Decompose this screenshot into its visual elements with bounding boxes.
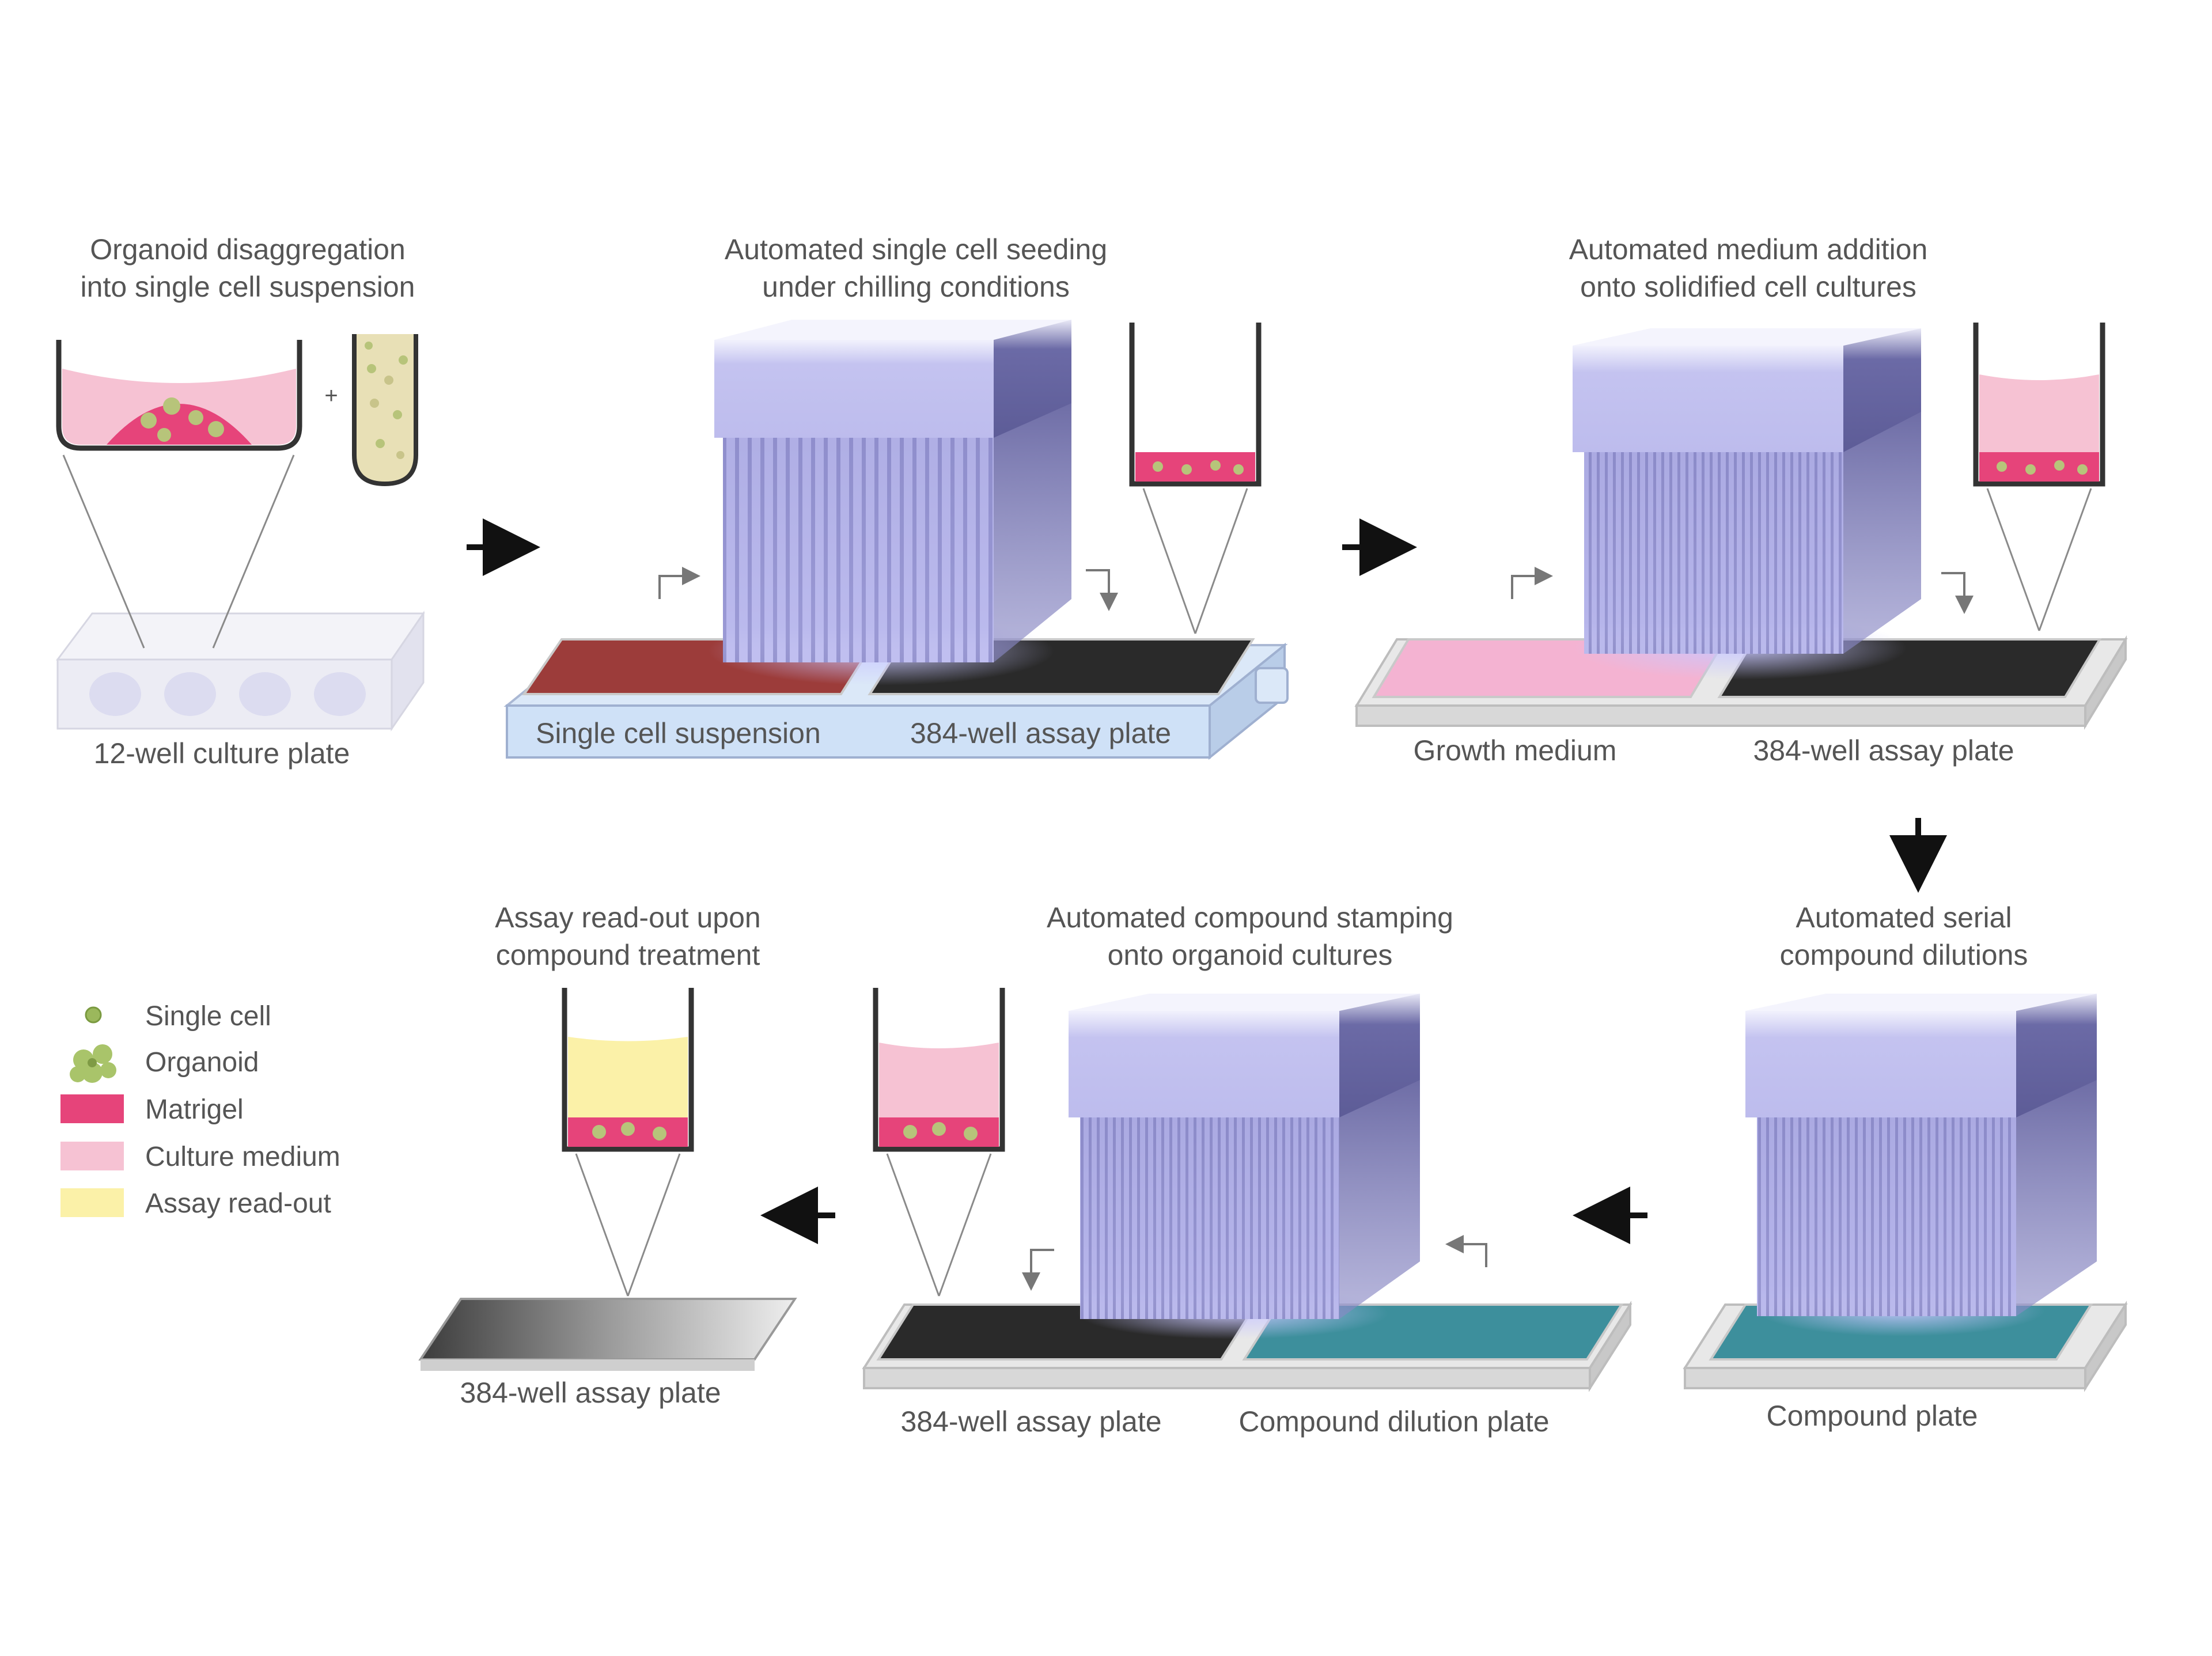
step-1-title-line-1: Organoid disaggregation [90, 233, 406, 266]
culture-well-icon [56, 340, 302, 451]
step-5-left-plate-label: 384-well assay plate [900, 1405, 1161, 1438]
single-cell-icon [85, 1006, 102, 1024]
step-2-right-plate-label: 384-well assay plate [910, 717, 1171, 749]
step-6-plate-label: 384-well assay plate [460, 1377, 721, 1409]
pipette-head-step-2 [709, 320, 1071, 685]
step-3-title-line-2: onto solidified cell cultures [1580, 271, 1916, 303]
legend-label-single-cell: Single cell [145, 1001, 271, 1032]
step-6-readout: Assay read-out upon compound treatment 3… [418, 901, 797, 1409]
step-3-right-plate-label: 384-well assay plate [1753, 734, 2014, 767]
step-4-serial-dilutions: Automated serial compound dilutions Comp… [1683, 901, 2128, 1432]
step-5-compound-stamping: Automated compound stamping onto organoi… [862, 901, 1633, 1438]
legend-label-assay-readout: Assay read-out [145, 1188, 331, 1219]
legend-item-single-cell: Single cell [85, 1001, 271, 1032]
pipette-head-step-5 [1069, 994, 1420, 1339]
step-2-cell-seeding: Automated single cell seeding under chil… [503, 233, 1289, 760]
legend-label-culture-medium: Culture medium [145, 1142, 340, 1172]
legend-label-organoid: Organoid [145, 1047, 259, 1078]
legend-item-assay-readout: Assay read-out [60, 1188, 331, 1219]
step-1-plate-label: 12-well culture plate [94, 737, 350, 770]
step-3-medium-addition: Automated medium addition onto solidifie… [1354, 233, 2128, 767]
readout-well-icon [562, 988, 694, 1152]
step-6-title-line-2: compound treatment [496, 939, 760, 971]
step-3-left-plate-label: Growth medium [1414, 734, 1617, 767]
culture-medium-swatch [60, 1142, 124, 1170]
step-4-title-line-1: Automated serial [1796, 901, 2012, 934]
legend-item-matrigel: Matrigel [60, 1094, 244, 1125]
legend: Single cell Organoid Matrigel Culture me… [60, 1001, 340, 1219]
twelve-well-plate-icon [56, 611, 425, 732]
step-5-title-line-2: onto organoid cultures [1108, 939, 1393, 971]
step-5-title-line-1: Automated compound stamping [1047, 901, 1453, 934]
medium-well-icon [1973, 323, 2105, 487]
legend-item-culture-medium: Culture medium [60, 1142, 340, 1172]
step-1-disaggregation: Organoid disaggregation into single cell… [56, 233, 425, 770]
svg-text:+: + [324, 383, 338, 408]
seeding-well-icon [1129, 323, 1262, 487]
legend-item-organoid: Organoid [70, 1044, 259, 1083]
readout-assay-plate [418, 1298, 797, 1361]
stamping-well-icon [873, 988, 1005, 1152]
step-6-title-line-1: Assay read-out upon [495, 901, 760, 934]
pipette-head-step-4 [1745, 994, 2097, 1336]
step-4-title-line-2: compound dilutions [1780, 939, 2028, 971]
step-2-title-line-2: under chilling conditions [762, 271, 1070, 303]
step-4-plate-label: Compound plate [1767, 1400, 1978, 1432]
step-3-title-line-1: Automated medium addition [1569, 233, 1928, 266]
suspension-tube-icon [352, 334, 418, 487]
matrigel-swatch [60, 1094, 124, 1123]
step-2-title-line-1: Automated single cell seeding [725, 233, 1107, 266]
pipette-head-step-3 [1573, 328, 1921, 680]
assay-readout-swatch [60, 1188, 124, 1217]
step-1-title-line-2: into single cell suspension [81, 271, 415, 303]
step-5-right-plate-label: Compound dilution plate [1238, 1405, 1549, 1438]
step-2-left-plate-label: Single cell suspension [536, 717, 821, 749]
organoid-icon [70, 1044, 116, 1083]
legend-label-matrigel: Matrigel [145, 1094, 244, 1125]
